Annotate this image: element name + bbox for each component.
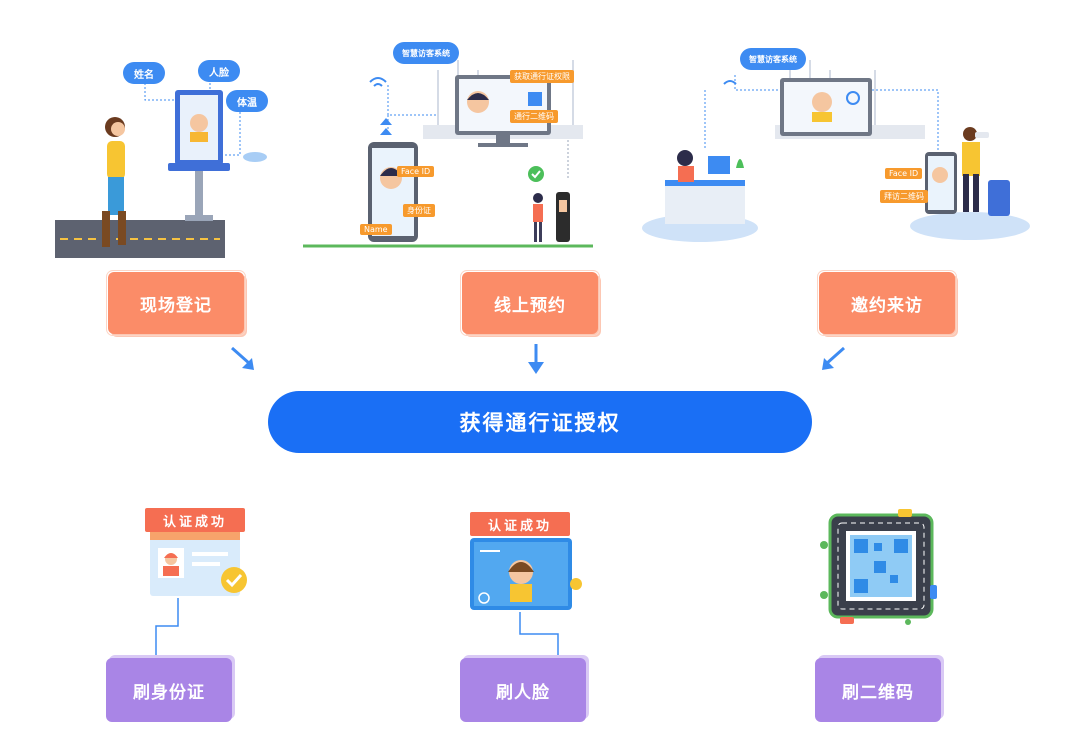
online-tag-pass-qr: 通行二维码 (510, 110, 558, 123)
face-scan-button[interactable]: 刷人脸 (460, 658, 586, 722)
tag-face-label: 人脸 (209, 67, 229, 79)
invite-system-label: 智慧访客系统 (749, 54, 797, 64)
online-scene-graphic (303, 60, 593, 248)
qr-code-icon (818, 505, 938, 625)
tag-name-cloud: 姓名 (123, 62, 165, 84)
swipe-id-card-button[interactable]: 刷身份证 (106, 658, 232, 722)
invite-tag-face-id: Face ID (885, 168, 923, 179)
invite-system-cloud: 智慧访客系统 (740, 48, 806, 70)
online-illustration (298, 30, 598, 255)
invite-visit-button[interactable]: 邀约来访 (817, 270, 957, 336)
tag-temp-cloud: 体温 (226, 90, 268, 112)
card-connector-line (155, 598, 179, 658)
onsite-register-button[interactable]: 现场登记 (106, 270, 246, 336)
onsite-illustration (50, 45, 280, 260)
online-tag-id-card: 身份证 (403, 204, 435, 217)
tag-name-label: 姓名 (134, 69, 154, 81)
pass-authorization-banner: 获得通行证授权 (268, 391, 812, 453)
tag-face-cloud: 人脸 (198, 60, 240, 82)
online-system-label: 智慧访客系统 (402, 48, 450, 58)
onsite-scene-graphic (55, 75, 267, 258)
face-connector-line (519, 612, 559, 660)
arrow-online-icon (528, 344, 544, 374)
card-success-banner: 认证成功 (145, 508, 245, 532)
invite-scene-graphic (642, 60, 1030, 242)
tag-temp-label: 体温 (237, 97, 257, 109)
face-scan-icon (470, 538, 582, 614)
arrow-onsite-icon (231, 346, 254, 370)
face-success-banner: 认证成功 (470, 512, 570, 536)
online-tag-face-id: Face ID (397, 166, 435, 177)
invite-illustration (640, 30, 1040, 245)
id-card-icon (150, 532, 250, 600)
scan-qr-button[interactable]: 刷二维码 (815, 658, 941, 722)
arrow-invite-icon (822, 346, 845, 370)
online-tag-name: Name (360, 224, 392, 235)
online-tag-get-code: 获取通行证权限 (510, 70, 574, 83)
invite-tag-visit-qr: 拜访二维码 (880, 190, 928, 203)
online-system-cloud: 智慧访客系统 (393, 42, 459, 64)
online-booking-button[interactable]: 线上预约 (460, 270, 600, 336)
